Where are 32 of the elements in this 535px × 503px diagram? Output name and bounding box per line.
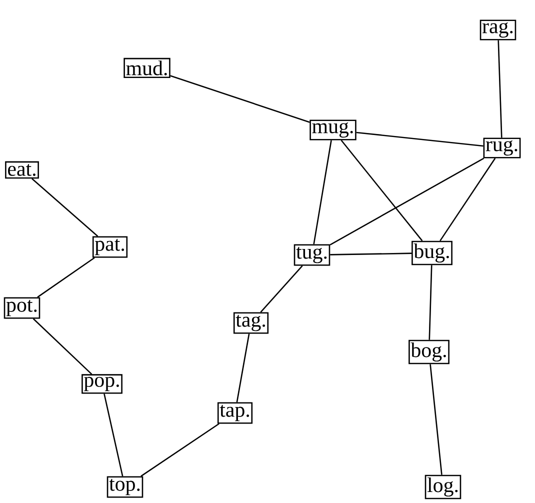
connector-line (340, 140, 423, 242)
connector-line (260, 265, 303, 313)
connector-line (170, 75, 310, 123)
connector-line (32, 178, 98, 237)
connector-line (356, 132, 484, 147)
connector-line (32, 318, 92, 375)
word-box: tap. (217, 402, 253, 424)
word-box: tag. (233, 312, 269, 334)
word-box: pat. (92, 236, 128, 258)
connector-line (430, 364, 442, 475)
connector-line (236, 334, 250, 402)
word-box: bog. (408, 340, 450, 364)
connector-line (37, 257, 95, 298)
connector-line (330, 252, 412, 256)
word-box: tug. (294, 244, 330, 266)
word-box: bug. (412, 240, 452, 266)
word-box: pot. (4, 297, 40, 319)
connector-line (440, 158, 496, 242)
connector-line (104, 394, 124, 476)
word-box: mud. (124, 58, 170, 78)
connector-line (140, 423, 220, 477)
word-box: rag. (480, 20, 516, 40)
word-box: log. (424, 474, 462, 500)
word-box: rug. (483, 138, 521, 158)
connector-line (498, 40, 502, 138)
connector-line (428, 265, 432, 340)
connector-line (313, 140, 332, 244)
word-box: mug. (310, 120, 356, 140)
word-box: pop. (82, 374, 122, 394)
word-box: eat. (5, 161, 39, 179)
connector-line (330, 158, 484, 246)
word-box: top. (106, 476, 144, 498)
